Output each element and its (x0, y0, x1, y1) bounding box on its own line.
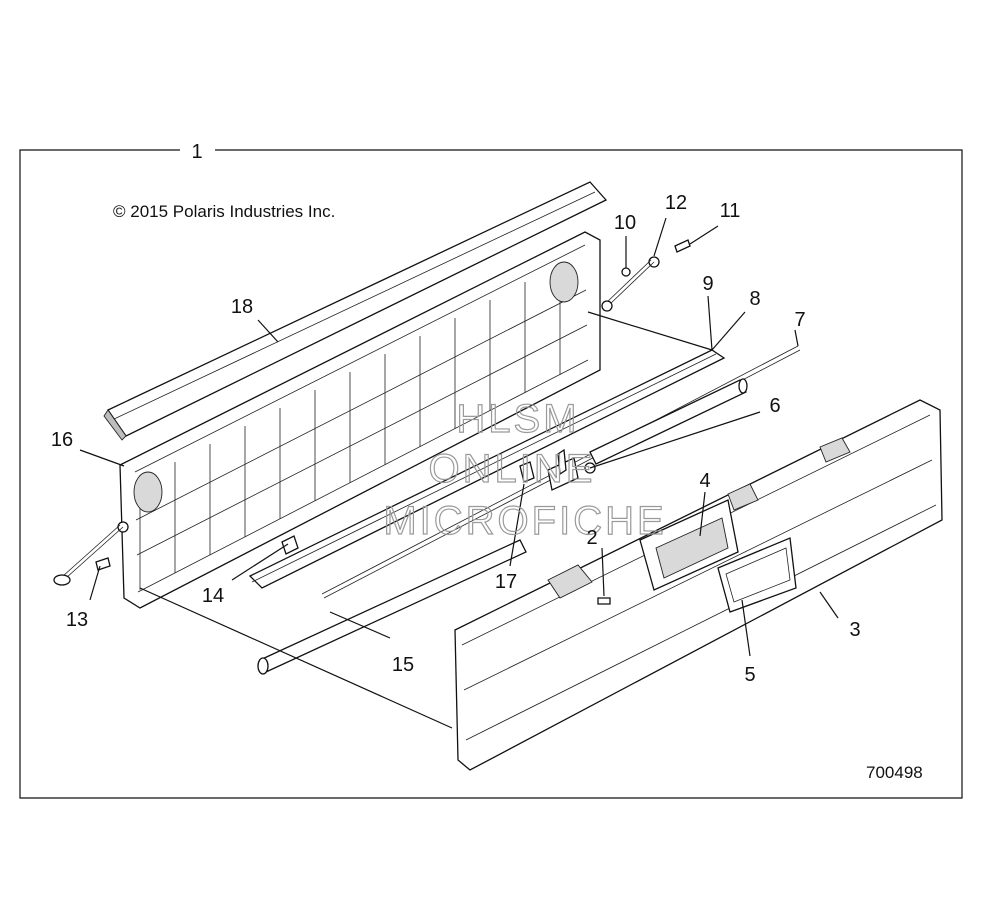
part-10-nut (621, 267, 631, 277)
callout-12: 12 (665, 192, 687, 214)
part-18-top-rail (103, 181, 608, 441)
diagram-number: 700498 (866, 763, 923, 782)
pocket-left (133, 471, 163, 513)
part-2-screw (597, 597, 611, 605)
part-4-handle-bezel (639, 499, 739, 591)
part-17-latch (519, 448, 596, 491)
watermark: HLSM ONLINE MICROFICHE (383, 396, 666, 543)
bracket-left (547, 564, 593, 599)
part-5-handle (717, 537, 797, 613)
cable-loop (53, 574, 71, 586)
callout-8: 8 (749, 288, 760, 310)
watermark-line-3: MICROFICHE (383, 499, 666, 543)
part-14-clip (281, 535, 299, 555)
part-3-outer-panel (454, 399, 943, 771)
callout-13: 13 (66, 609, 88, 631)
cable-hardware-right (601, 239, 691, 312)
callout-5: 5 (744, 664, 755, 686)
watermark-line-1: HLSM (456, 397, 579, 441)
leader-lines (79, 217, 839, 729)
bracket-right (819, 437, 851, 463)
cable-hardware-left (53, 521, 129, 586)
callout-18: 18 (231, 296, 253, 318)
callout-10: 10 (614, 212, 636, 234)
callout-14: 14 (202, 585, 224, 607)
callout-9: 9 (702, 273, 713, 295)
callout-11: 11 (720, 200, 741, 222)
callout-6: 6 (769, 395, 780, 417)
part-15-tube (257, 539, 527, 675)
assembly-callout: 1 (191, 141, 202, 163)
assembly-frame (19, 149, 963, 799)
callout-2: 2 (586, 527, 597, 549)
callout-16: 16 (51, 429, 73, 451)
callout-4: 4 (699, 470, 710, 492)
part-13-bolt (95, 557, 111, 571)
copyright-text: © 2015 Polaris Industries Inc. (113, 202, 335, 221)
pocket-right (549, 261, 579, 303)
tailgate-inner-panel (119, 231, 601, 609)
callout-17: 17 (495, 571, 517, 593)
panel-ribs (135, 264, 588, 590)
callout-15: 15 (392, 654, 414, 676)
callout-labels: 2 3 4 5 6 7 8 9 10 11 12 13 14 15 16 17 … (51, 192, 861, 686)
part-11-bolt (674, 239, 691, 253)
part-8-channel (248, 349, 726, 589)
bracket-center (727, 483, 759, 511)
callout-7: 7 (794, 309, 805, 331)
part-6-tube (589, 378, 748, 465)
callout-3: 3 (849, 619, 860, 641)
watermark-line-2: ONLINE (429, 447, 596, 491)
